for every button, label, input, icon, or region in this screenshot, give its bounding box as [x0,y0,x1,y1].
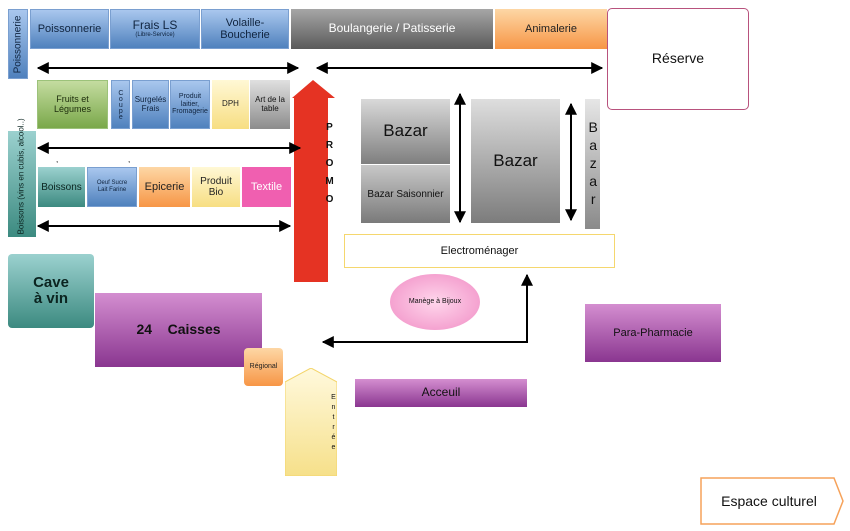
reserve-block: Réserve [607,8,749,110]
animalerie-block: Animalerie [495,9,607,49]
art-table-block: Art de la table [250,80,290,129]
svg-text:,: , [56,155,58,164]
boissons-label: Boissons [41,181,82,193]
bazar-block-2: Bazar [471,99,560,223]
poissonnerie-label: Poissonnerie [37,22,102,35]
cave-label: Cave à vin [33,273,69,307]
entree-label: Entrée [330,394,337,454]
frais-ls-label: Frais LS [132,18,178,33]
produit-laitier-label: Produit laitier, Fromagerie [172,92,208,116]
oeuf-label: Oeuf Sucre Lait Farine [96,180,128,193]
boulangerie-block: Boulangerie / Patisserie [291,9,493,49]
electromenager-label: Electroménager [440,244,519,257]
promo-label: PROMO [324,122,335,212]
art-table-label: Art de la table [255,94,285,113]
regional-label: Régional [249,363,278,371]
entree-arrow: Entrée [285,368,337,476]
produit-laitier-block: Produit laitier, Fromagerie [170,80,210,129]
bazar-saisonnier-block: Bazar Saisonnier [361,165,450,223]
coupe-label: Coupe [117,89,125,120]
volaille-label: Volaille-Boucherie [220,16,270,41]
bazar-label-1: Bazar [383,121,428,141]
espace-culturel-block: Espace culturel [700,477,845,525]
boissons-block: Boissons [38,167,85,207]
bazar-label-2: Bazar [493,150,538,170]
reserve-label: Réserve [651,50,705,67]
fruits-label: Fruits et Légumes [53,93,92,114]
coupe-block: Coupe [111,80,130,129]
epicerie-block: Epicerie [139,167,190,207]
cave-block: Cave à vin [8,254,94,328]
caisses-block: 24 Caisses [95,293,262,367]
arrow-entrance-path [321,273,533,348]
fruits-block: Fruits et Légumes [37,80,108,129]
svg-text:,: , [128,155,130,164]
espace-culturel-label: Espace culturel [721,493,817,509]
epicerie-label: Epicerie [144,180,185,193]
bazar-label-3: Bazar [585,119,602,209]
textile-label: Textile [250,180,283,193]
regional-block: Régional [244,348,283,386]
textile-block: Textile [242,167,291,207]
produit-bio-label: Produit Bio [200,176,232,198]
boissons-side-block: Boissons (vins en cubis, alcool..) [8,118,36,237]
para-pharmacie-block: Para-Pharmacie [585,304,721,362]
bazar-saisonnier-label: Bazar Saisonnier [367,188,444,200]
bazar-block-1: Bazar [361,99,450,164]
animalerie-label: Animalerie [525,22,577,35]
boulangerie-label: Boulangerie / Patisserie [328,21,456,36]
surgeles-block: Surgelés Frais [132,80,169,129]
poissonnerie-block: Poissonnerie [30,9,109,49]
electromenager-block: Electroménager [344,234,615,268]
frais-ls-block: Frais LS (Libre-Service) [110,9,200,49]
poissonnerie-side-block: Poissonnerie [8,9,28,79]
caisses-label: 24 Caisses [136,321,221,338]
produit-bio-block: Produit Bio [192,167,240,207]
bazar-block-3: Bazar [585,99,602,229]
dph-label: DPH [222,99,239,109]
oeuf-block: Oeuf Sucre Lait Farine [87,167,137,207]
promo-arrow: PROMO [292,80,335,282]
dph-block: DPH [212,80,249,129]
acceuil-block: Acceuil [355,379,527,407]
frais-ls-sub-label: (Libre-Service) [135,32,175,39]
surgeles-label: Surgelés Frais [134,94,167,113]
acceuil-label: Acceuil [421,385,461,400]
para-pharmacie-label: Para-Pharmacie [613,326,693,339]
volaille-block: Volaille-Boucherie [201,9,289,49]
